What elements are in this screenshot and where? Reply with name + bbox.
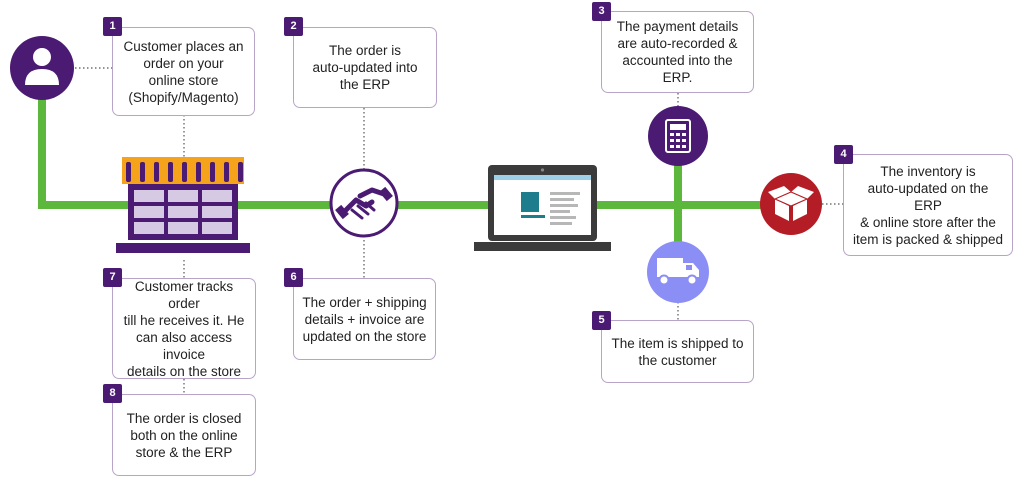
step-5-text: The item is shipped to the customer — [611, 335, 744, 368]
step-6-box: The order + shipping details + invoice a… — [293, 278, 436, 360]
step-3-text: The payment details are auto-recorded & … — [616, 19, 739, 85]
step-4-box: The inventory is auto-updated on the ERP… — [843, 154, 1013, 256]
step-6-number-badge: 6 — [284, 268, 303, 287]
storefront-icon — [116, 157, 250, 253]
step-1-box: Customer places an order on your online … — [112, 27, 255, 116]
step-5-number-badge: 5 — [592, 311, 611, 330]
step-2-box: The order is auto-updated into the ERP — [293, 27, 437, 108]
step-7-box: Customer tracks order till he receives i… — [112, 278, 256, 379]
step-3-box: The payment details are auto-recorded & … — [601, 11, 754, 93]
flow-line-customer-store — [38, 96, 130, 209]
laptop-icon — [474, 165, 611, 251]
calculator-icon — [648, 106, 708, 166]
user-icon — [10, 36, 74, 100]
step-8-text: The order is closed both on the online s… — [126, 410, 242, 460]
step-4-text: The inventory is auto-updated on the ERP… — [852, 163, 1004, 247]
step-2-number-badge: 2 — [284, 17, 303, 36]
step-4-number-badge: 4 — [834, 145, 853, 164]
step-3-number-badge: 3 — [592, 2, 611, 21]
step-5-box: The item is shipped to the customer — [601, 320, 754, 383]
step-8-number-badge: 8 — [103, 384, 122, 403]
step-2-text: The order is auto-updated into the ERP — [312, 43, 418, 92]
step-6-text: The order + shipping details + invoice a… — [302, 294, 427, 344]
dotted-connectors — [75, 67, 843, 394]
handshake-icon — [329, 168, 399, 238]
box-icon — [760, 173, 822, 235]
step-1-number-badge: 1 — [103, 17, 122, 36]
step-7-text: Customer tracks order till he receives i… — [123, 278, 245, 379]
step-8-box: The order is closed both on the online s… — [112, 394, 256, 476]
step-7-number-badge: 7 — [103, 268, 122, 287]
delivery-van-icon — [647, 241, 709, 303]
step-1-text: Customer places an order on your online … — [123, 38, 244, 105]
